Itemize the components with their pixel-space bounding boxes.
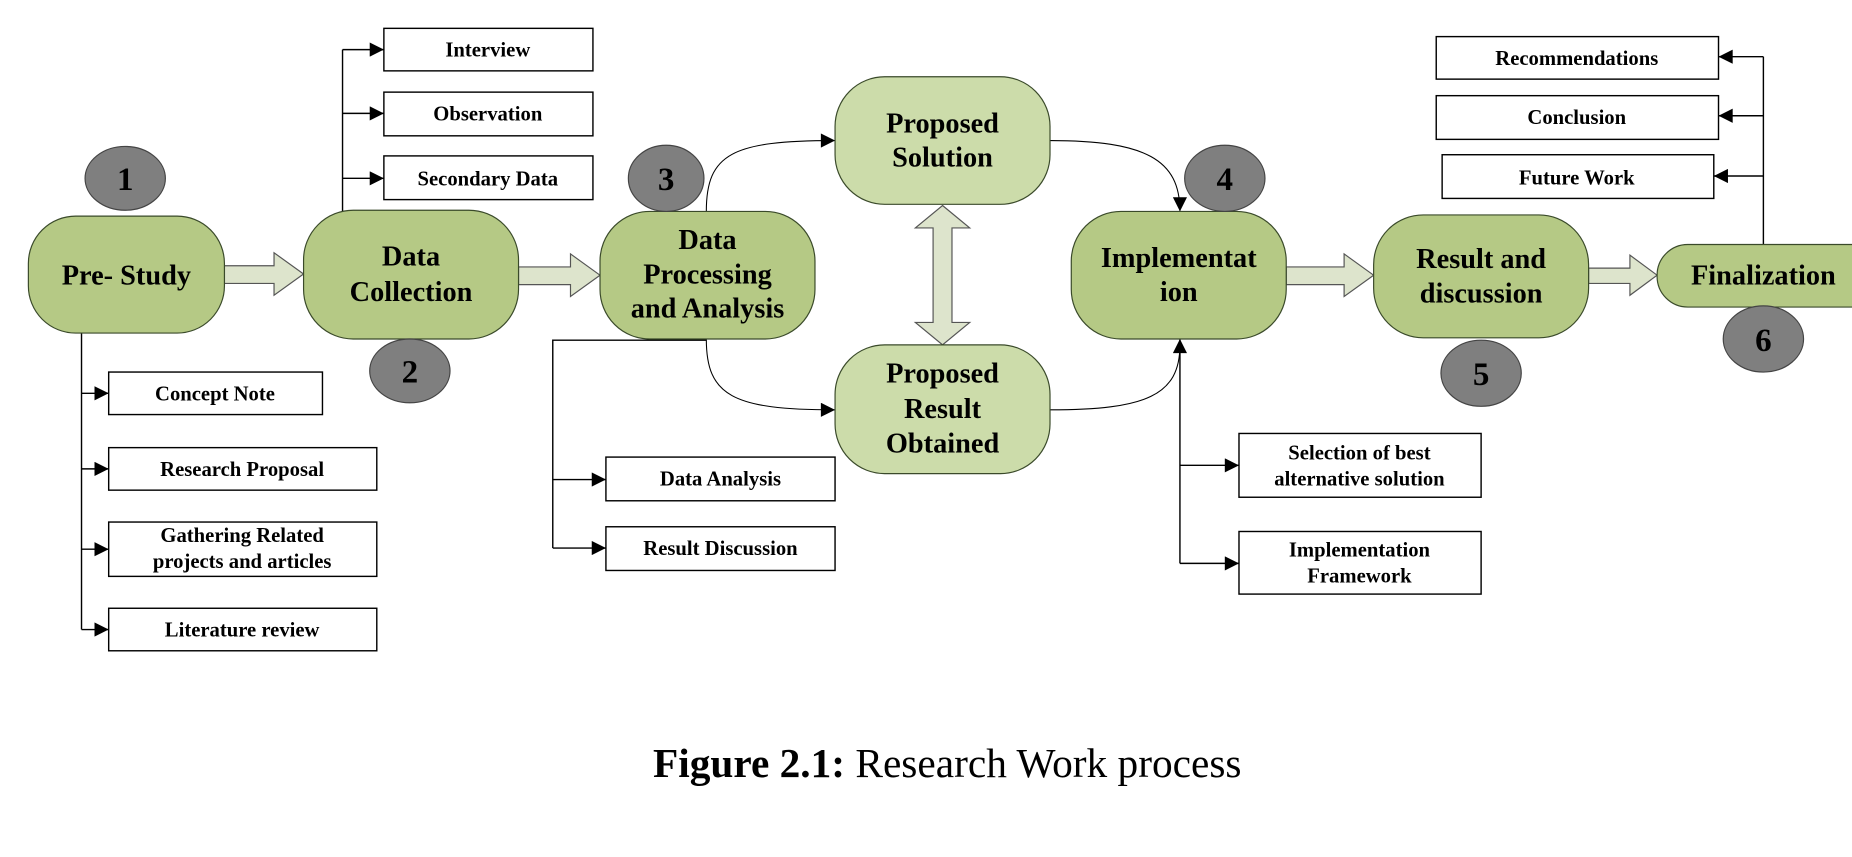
svg-text:Secondary Data: Secondary Data (418, 168, 559, 190)
node-data-processing: Data Processing and Analysis (599, 210, 816, 340)
node-label: discussion (1420, 278, 1543, 309)
svg-text:3: 3 (658, 162, 675, 198)
svg-text:2: 2 (402, 355, 419, 391)
svg-text:5: 5 (1473, 357, 1490, 393)
svg-text:Selection of best: Selection of best (1288, 442, 1430, 464)
node-label: Collection (350, 277, 473, 308)
node-data-collection: Data Collection (302, 209, 520, 340)
curve-to-proposed-result (705, 338, 836, 417)
svg-text:Conclusion: Conclusion (1527, 107, 1626, 129)
node-label: Obtained (886, 428, 1000, 459)
node-label: Data (382, 242, 440, 273)
node-proposed-solution: Proposed Solution (834, 76, 1051, 205)
svg-text:Framework: Framework (1307, 565, 1412, 587)
svg-text:Gathering Related: Gathering Related (160, 525, 324, 547)
node-label: Proposed (886, 359, 999, 390)
node-pre-study: Pre- Study (27, 215, 226, 334)
box-research-proposal: Research Proposal (107, 446, 378, 491)
block-arrow-1 (223, 251, 305, 297)
box-observation: Observation (383, 91, 594, 137)
svg-text:Implementation: Implementation (1289, 539, 1431, 561)
box-result-discussion: Result Discussion (605, 526, 836, 572)
svg-text:projects and articles: projects and articles (153, 551, 332, 573)
svg-text:Data Analysis: Data Analysis (660, 468, 781, 490)
node-finalization: Finalization (1656, 243, 1852, 308)
box-future-work: Future Work (1441, 154, 1715, 200)
svg-text:1: 1 (117, 162, 134, 198)
node-label: Result (904, 394, 982, 425)
badge-4: 4 (1184, 144, 1266, 213)
node-result-discussion: Result and discussion (1373, 214, 1590, 339)
curve-result-to-implementation (1050, 344, 1181, 411)
box-recommendations: Recommendations (1435, 35, 1720, 80)
svg-text:Interview: Interview (445, 40, 530, 62)
box-gathering-related: Gathering Related projects and articles (107, 521, 378, 578)
block-arrow-3 (1285, 252, 1375, 298)
badge-6: 6 (1722, 305, 1805, 373)
step-badges: 1 2 3 4 5 6 (84, 144, 1805, 407)
svg-text:Future Work: Future Work (1519, 167, 1635, 189)
node-label: Proposed (886, 108, 999, 139)
node-label: Finalization (1691, 261, 1836, 292)
badge-3: 3 (627, 144, 705, 213)
svg-text:Recommendations: Recommendations (1495, 48, 1658, 70)
badge-5: 5 (1440, 339, 1522, 407)
badge-2: 2 (369, 338, 451, 404)
node-label: Result and (1416, 244, 1546, 275)
node-proposed-result: Proposed Result Obtained (834, 344, 1051, 475)
box-selection-best-alternative: Selection of best alternative solution (1238, 432, 1482, 498)
badge-1: 1 (84, 145, 166, 211)
svg-text:Result Discussion: Result Discussion (643, 538, 798, 560)
box-secondary-data: Secondary Data (383, 155, 594, 201)
block-arrow-2 (517, 252, 602, 298)
node-label: Pre- Study (62, 261, 191, 292)
connector-data-processing (552, 339, 707, 549)
box-interview: Interview (383, 27, 594, 72)
figure-caption: Figure 2.1: Research Work process (653, 740, 1242, 786)
node-label: ion (1160, 277, 1198, 308)
curve-solution-to-implementation (1050, 140, 1188, 212)
double-arrow-solution-result (913, 204, 972, 346)
node-label: Processing (643, 259, 772, 290)
box-concept-note: Concept Note (107, 371, 324, 416)
svg-text:Literature review: Literature review (165, 620, 320, 642)
block-arrow-4 (1588, 253, 1659, 297)
svg-text:alternative solution: alternative solution (1274, 468, 1445, 490)
svg-text:6: 6 (1755, 323, 1772, 359)
svg-text:4: 4 (1217, 162, 1234, 198)
box-literature-review: Literature review (107, 607, 378, 652)
caption-label: Figure 2.1: (653, 740, 845, 786)
box-data-analysis: Data Analysis (605, 456, 836, 502)
svg-text:Observation: Observation (433, 103, 543, 125)
node-label: Implementat (1101, 243, 1257, 274)
boxes: Interview Observation Secondary Data Con… (107, 27, 1720, 652)
connectors (80, 42, 1765, 637)
svg-text:Research Proposal: Research Proposal (160, 459, 324, 481)
curve-to-proposed-solution (705, 133, 836, 212)
svg-text:Concept Note: Concept Note (155, 383, 275, 405)
node-label: Solution (892, 143, 993, 174)
node-implementation: Implementat ion (1070, 210, 1287, 340)
block-arrows (223, 204, 1659, 346)
caption-text: Research Work process (845, 740, 1241, 786)
node-label: Data (678, 225, 736, 256)
box-conclusion: Conclusion (1435, 94, 1720, 141)
node-label: and Analysis (631, 294, 785, 325)
